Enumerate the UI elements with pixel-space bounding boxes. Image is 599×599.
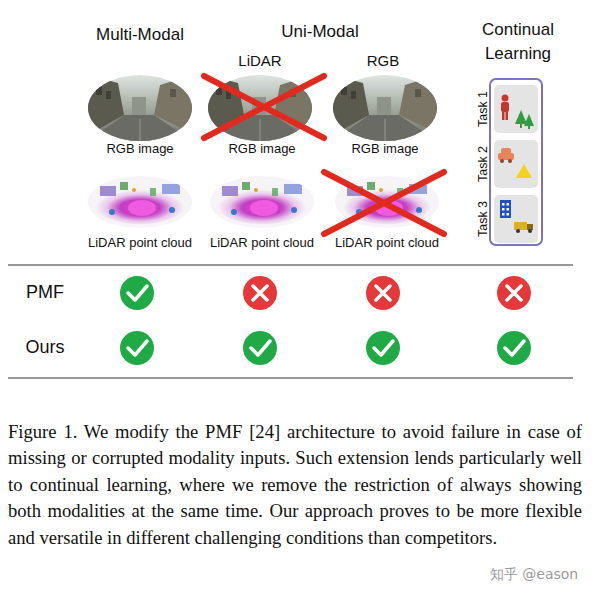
rgb-image <box>333 75 437 141</box>
task-box: Task 3 <box>494 195 538 243</box>
check-mark <box>120 331 154 365</box>
image-caption: RGB image <box>106 142 173 157</box>
image-caption: LiDAR point cloud <box>88 236 192 251</box>
rgb-image <box>88 75 192 141</box>
figure-caption: Figure 1. We modify the PMF [24] archite… <box>8 419 582 551</box>
cross-mark <box>366 276 400 310</box>
red-cross <box>324 172 444 234</box>
column-header: Uni-Modal <box>281 22 358 42</box>
task-box: Task 1 <box>494 85 538 133</box>
task-label: Task 3 <box>476 201 490 237</box>
column-header: Multi-Modal <box>96 25 184 45</box>
rule-line <box>8 265 573 266</box>
group-heading: Continual Learning <box>468 18 568 66</box>
image-caption: LiDAR point cloud <box>210 236 314 251</box>
task-label: Task 2 <box>476 146 490 182</box>
lidar-image <box>210 176 314 228</box>
check-mark <box>497 331 531 365</box>
row-header: Ours <box>25 337 64 358</box>
check-mark <box>366 331 400 365</box>
check-mark <box>243 331 277 365</box>
lidar-image <box>88 176 192 228</box>
sub-header: RGB <box>367 52 400 69</box>
sub-header: LiDAR <box>238 52 281 69</box>
task-label: Task 1 <box>476 91 490 127</box>
red-cross <box>204 76 324 138</box>
image-caption: RGB image <box>228 142 295 157</box>
rule-line <box>8 378 573 379</box>
task-box: Task 2 <box>494 140 538 188</box>
cross-mark <box>243 276 277 310</box>
watermark: 知乎 @eason <box>490 566 578 582</box>
group-box: Continual LearningTask 1Task 2Task 3 <box>489 78 543 246</box>
row-header: PMF <box>26 282 64 303</box>
image-caption: LiDAR point cloud <box>335 236 439 251</box>
image-caption: RGB image <box>351 142 418 157</box>
cross-mark <box>497 276 531 310</box>
check-mark <box>120 276 154 310</box>
